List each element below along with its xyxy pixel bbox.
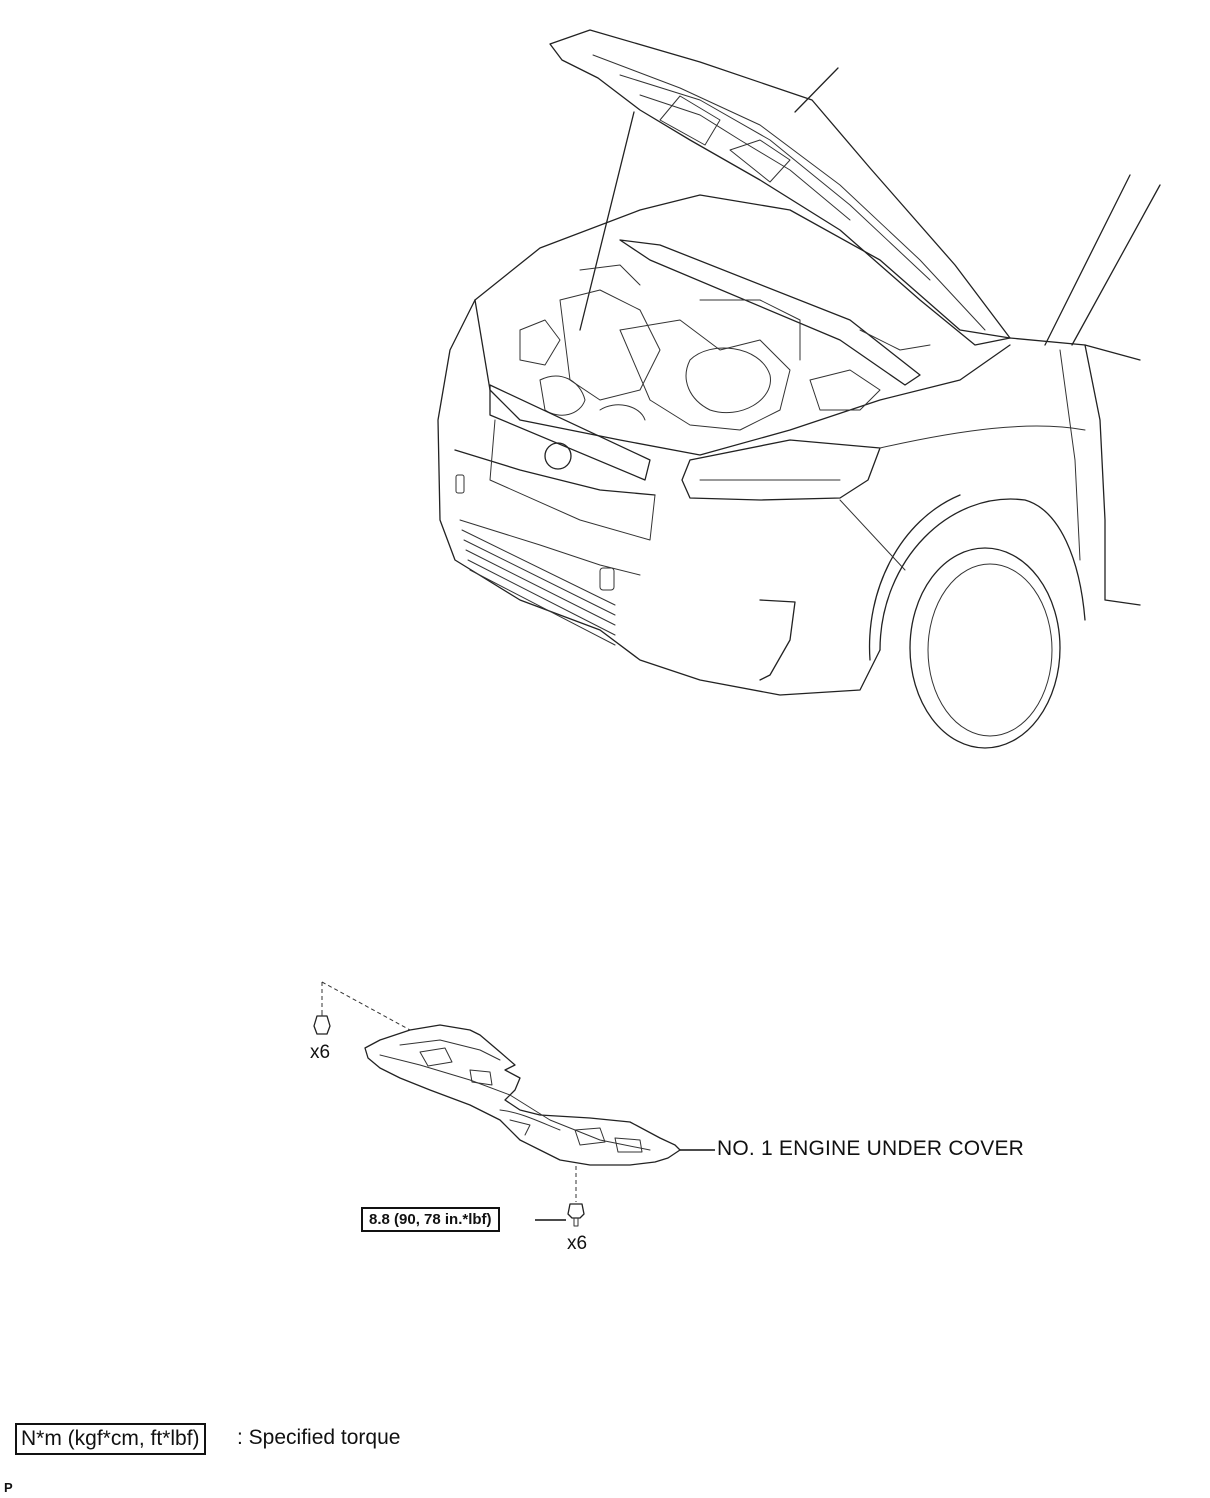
engine-under-cover-drawing [313,981,715,1227]
footer-code: P [4,1480,13,1495]
torque-legend-description: : Specified torque [237,1426,401,1449]
bolt-torque-box: 8.8 (90, 78 in.*lbf) [361,1207,500,1232]
torque-unit-legend-box: N*m (kgf*cm, ft*lbf) [15,1423,206,1455]
bolt-quantity-label: x6 [567,1233,588,1254]
part-name-label: NO. 1 ENGINE UNDER COVER [717,1137,1025,1160]
vehicle-front-drawing [437,29,1161,749]
clip-quantity-label: x6 [310,1042,331,1063]
